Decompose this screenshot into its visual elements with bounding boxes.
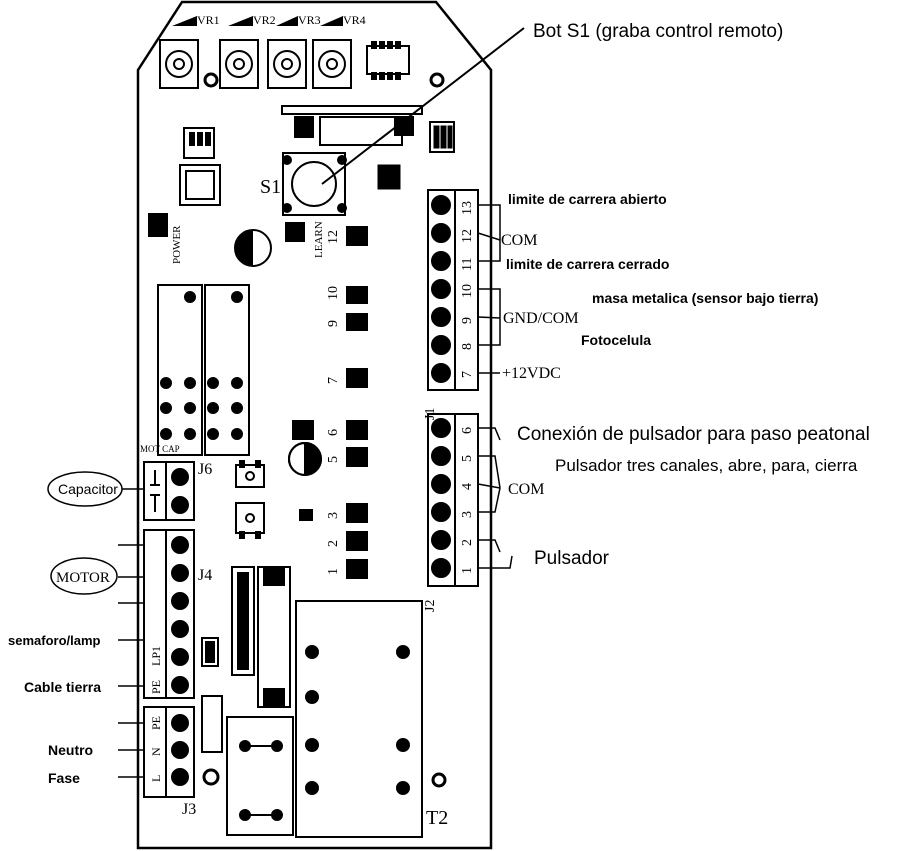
j2-label: J2: [423, 600, 438, 612]
com-lower-label: COM: [508, 481, 544, 498]
svg-text:10: 10: [326, 286, 341, 300]
j3-wires: [118, 722, 144, 778]
photocell-label: Fotocelula: [581, 332, 651, 348]
svg-text:9: 9: [460, 317, 475, 324]
transformer: [295, 600, 447, 838]
svg-text:3: 3: [326, 512, 341, 519]
j3-pe-label: PE: [149, 716, 163, 730]
j3-connector: [143, 706, 220, 798]
vr3-label: VR3: [298, 13, 321, 27]
svg-text:11: 11: [460, 258, 475, 271]
vr1-label: VR1: [197, 13, 220, 27]
svg-text:7: 7: [326, 377, 341, 384]
limit-closed-label: limite de carrera cerrado: [506, 256, 669, 272]
cable-tierra-label: Cable tierra: [24, 679, 101, 695]
j4-connector: [143, 529, 195, 699]
j3-n-label: N: [149, 747, 163, 756]
pcb-outline: [136, 0, 493, 850]
j4-pe-label: PE: [149, 680, 163, 694]
neutro-label: Neutro: [48, 742, 93, 758]
power-led: [148, 213, 168, 237]
j4-wires: [118, 544, 144, 687]
relays: [157, 284, 250, 456]
svg-text:7: 7: [460, 371, 475, 378]
mot-cap-label: MOT CAP: [140, 444, 180, 454]
svg-text:9: 9: [326, 320, 341, 327]
motor-label: MOTOR: [56, 570, 110, 586]
j1-pin-labels: 13 12 11 10 9 8 7: [460, 201, 475, 378]
transistor: [234, 229, 272, 267]
svg-text:3: 3: [460, 511, 475, 518]
svg-text:10: 10: [460, 284, 475, 298]
jumpers-lower: [292, 420, 368, 579]
com-upper-label: COM: [501, 232, 537, 249]
j1-wires: [477, 204, 501, 374]
gnd-com-label: GND/COM: [503, 310, 579, 327]
svg-text:2: 2: [460, 539, 475, 546]
pedestrian-label: Conexión de pulsador para paso peatonal: [517, 424, 870, 445]
j2-wires: [477, 427, 513, 569]
jumper-lower-labels: 6 5 3 2 1: [326, 429, 341, 575]
small-connector: [377, 121, 455, 190]
j6-connector: [143, 461, 195, 521]
svg-text:6: 6: [326, 429, 341, 436]
voltage-regulator: [179, 127, 221, 206]
limit-open-label: limite de carrera abierto: [508, 191, 667, 207]
vr4-label: VR4: [343, 13, 366, 27]
power-label: POWER: [171, 225, 183, 264]
j1-connector: [427, 189, 479, 391]
j6-label: J6: [198, 461, 212, 478]
svg-text:5: 5: [460, 455, 475, 462]
s1-leader: [321, 27, 525, 185]
j2-connector: [427, 413, 479, 587]
svg-text:5: 5: [326, 456, 341, 463]
learn-led: [285, 222, 305, 242]
j2-pin-labels: 6 5 4 3 2 1: [460, 427, 475, 574]
svg-text:1: 1: [460, 567, 475, 574]
jumper-upper-labels: 12 10 9 7: [326, 230, 341, 384]
ic-top: [366, 41, 410, 80]
plus12-label: +12VDC: [502, 365, 561, 382]
s1-label: S1: [260, 176, 281, 198]
s1-button: [282, 152, 347, 216]
semaforo-label: semaforo/lamp: [8, 633, 101, 648]
potentiometers: [159, 39, 445, 89]
j3-label: J3: [182, 801, 196, 818]
svg-text:1: 1: [326, 568, 341, 575]
s1-annotation: Bot S1 (graba control remoto): [533, 21, 783, 42]
svg-text:4: 4: [460, 483, 475, 490]
svg-text:12: 12: [326, 230, 341, 244]
capacitor-label: Capacitor: [58, 481, 118, 497]
svg-text:6: 6: [460, 427, 475, 434]
j4-label: J4: [198, 567, 212, 584]
pot-markers: [172, 16, 343, 26]
j3-l-label: L: [149, 775, 163, 782]
pulsador-label: Pulsador: [534, 548, 610, 569]
motor-bubble: [50, 557, 118, 595]
three-channel-label: Pulsador tres canales, abre, para, cierr…: [555, 456, 858, 475]
fuse-components: [201, 566, 294, 836]
svg-text:13: 13: [460, 201, 475, 215]
vr2-label: VR2: [253, 13, 276, 27]
crystal-bar: [281, 105, 423, 146]
svg-text:12: 12: [460, 229, 475, 243]
middle-components: [235, 441, 322, 539]
t2-label: T2: [426, 807, 448, 829]
learn-label: LEARN: [313, 221, 325, 258]
metal-mass-label: masa metalica (sensor bajo tierra): [592, 290, 818, 306]
jumpers-upper: [346, 226, 368, 388]
svg-text:8: 8: [460, 343, 475, 350]
lp1-label: LP1: [149, 646, 163, 666]
fase-label: Fase: [48, 770, 80, 786]
svg-text:2: 2: [326, 540, 341, 547]
